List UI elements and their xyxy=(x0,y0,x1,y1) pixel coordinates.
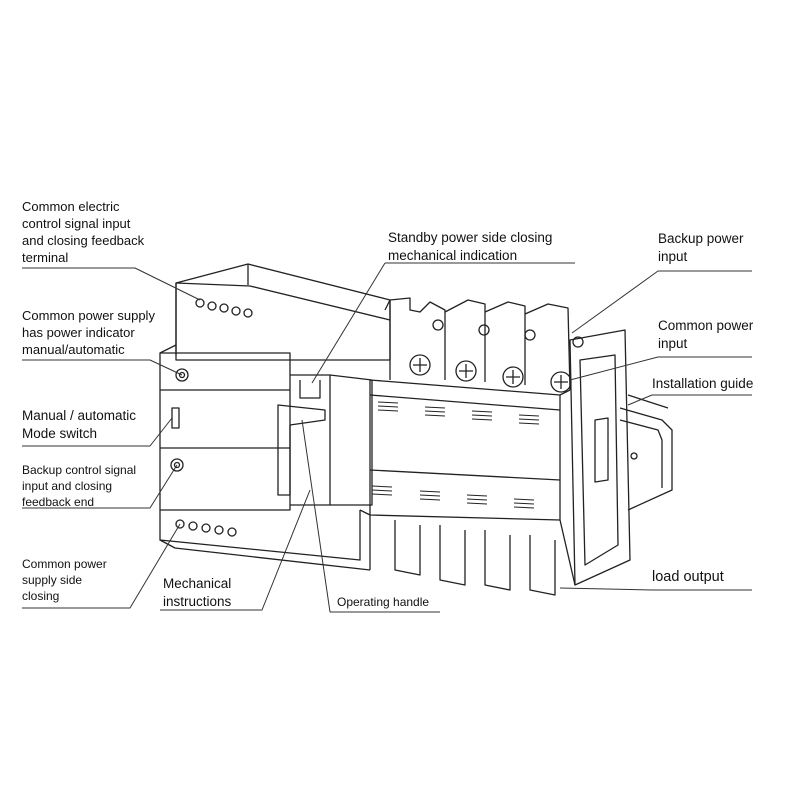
vents-upper xyxy=(377,401,540,425)
top-screws xyxy=(432,319,584,348)
screw-2 xyxy=(455,360,477,382)
front-panel xyxy=(159,344,291,511)
label-backup-control-signal: Backup control signal input and closing … xyxy=(22,463,137,509)
label-backup-power-input: Backup power input xyxy=(658,231,744,264)
terminal-dots-top xyxy=(195,298,253,318)
screw-1 xyxy=(409,354,431,376)
label-installation-guide: Installation guide xyxy=(652,376,754,391)
terminal-dots-bottom xyxy=(175,519,237,537)
housing-lower xyxy=(159,509,371,571)
side-cover xyxy=(559,329,631,586)
vents-lower xyxy=(371,485,535,509)
label-common-supply-closing: Common power supply side closing xyxy=(22,557,107,603)
label-common-electric-control: Common electric control signal input and… xyxy=(22,199,145,265)
label-mechanical-instructions: Mechanical instructions xyxy=(163,576,232,609)
screw-3 xyxy=(502,366,524,388)
label-common-power-input: Common power input xyxy=(658,318,754,351)
label-common-power-indicator: Common power supply has power indicator … xyxy=(22,308,155,357)
operating-handle-drawing xyxy=(277,374,373,506)
label-mode-switch: Manual / automatic Mode switch xyxy=(22,408,137,441)
housing-upper xyxy=(175,263,391,361)
din-rail xyxy=(619,394,673,511)
label-load-output: load output xyxy=(652,569,724,585)
label-operating-handle: Operating handle xyxy=(337,595,430,609)
leader-lines xyxy=(22,262,752,613)
terminal-block xyxy=(369,297,571,596)
label-standby-mechanical-indication: Standby power side closing mechanical in… xyxy=(388,230,553,263)
screw-4 xyxy=(550,371,572,393)
